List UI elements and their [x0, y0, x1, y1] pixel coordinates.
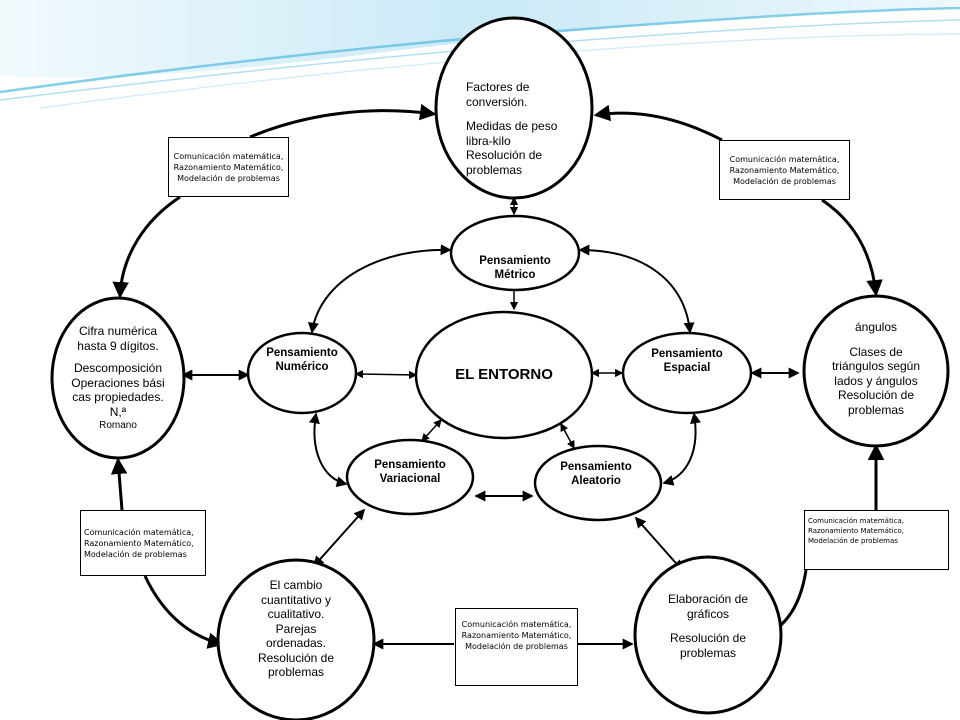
- metrico-line2: Métrico: [494, 269, 536, 281]
- left-text-2: Descomposición Operaciones básicas propi…: [71, 361, 165, 419]
- box-bc-line1: Comunicación matemática,: [461, 620, 572, 629]
- box-tl-line3: Modelación de problemas: [177, 173, 280, 183]
- bottom-left-text-2: Parejas ordenadas.: [265, 621, 327, 651]
- top-text-3: Resolución de problemas: [466, 148, 543, 177]
- competencies-box-bottom-center: Comunicación matemática, Razonamiento Ma…: [455, 608, 578, 686]
- right-circle-text: ángulos Clases de triángulos según lados…: [818, 320, 934, 436]
- espacial-label: Pensamiento Espacial: [627, 346, 747, 376]
- competencies-box-bottom-left: Comunicación matemática, Razonamiento Ma…: [80, 510, 206, 576]
- right-text-1: ángulos: [854, 320, 898, 334]
- metrico-label: Pensamiento Métrico: [455, 253, 575, 283]
- box-br-line2: Razonamiento Matemático,: [808, 527, 904, 535]
- box-tl-line2: Razonamiento Matemático,: [173, 162, 284, 172]
- variacional-node: [345, 438, 475, 516]
- arrow-variacional-bottom-left: [312, 508, 366, 568]
- bottom-right-text-1: Elaboración de gráficos: [667, 592, 749, 621]
- box-bl-line2: Razonamiento Matemático,: [84, 538, 194, 548]
- entorno-text: EL ENTORNO: [455, 365, 553, 383]
- arrow-entorno-aleatorio: [560, 422, 575, 450]
- numerico-line1: Pensamiento: [266, 347, 338, 359]
- entorno-node: [414, 310, 594, 440]
- bottom-left-text-3: Resolución de problemas: [257, 650, 335, 680]
- aleatorio-line2: Aleatorio: [571, 475, 621, 487]
- right-text-2: Clases de triángulos según lados y ángul…: [831, 344, 921, 388]
- numerico-label: Pensamiento Numérico: [252, 345, 352, 375]
- arrow-box-to-top-circle: [249, 103, 437, 139]
- espacial-node: [621, 331, 753, 415]
- metrico-node: [449, 214, 581, 292]
- bottom-left-outer-circle: [216, 558, 376, 720]
- right-outer-circle: [802, 294, 950, 448]
- bottom-right-outer-circle: [633, 555, 783, 715]
- competencies-box-top-right: Comunicación matemática, Razonamiento Ma…: [719, 140, 850, 200]
- aleatorio-line1: Pensamiento: [560, 461, 632, 473]
- arrow-aleatorio-bottom-right: [634, 516, 684, 572]
- box-tl-line1: Comunicación matemática,: [173, 151, 284, 161]
- numerico-node: [246, 331, 358, 415]
- entorno-label: EL ENTORNO: [424, 355, 584, 393]
- arrow-numerico-variacional: [309, 412, 348, 488]
- arrow-numerico-entorno: [354, 369, 418, 380]
- arrow-box-to-left-circle-bottom: [110, 457, 128, 511]
- box-br-line3: Modelación de problemas: [808, 537, 898, 545]
- competencies-box-top-left: Comunicación matemática, Razonamiento Ma…: [168, 137, 289, 197]
- aleatorio-node: [533, 444, 663, 522]
- metrico-line1: Pensamiento: [479, 255, 551, 267]
- top-circle-text: Factores de conversión. Medidas de peso …: [466, 80, 570, 184]
- variacional-label: Pensamiento Variacional: [350, 457, 470, 487]
- connectors: [110, 103, 885, 650]
- box-bc-line3: Modelación de problemas: [465, 642, 568, 651]
- top-text-2: Medidas de peso libra-kilo: [466, 119, 558, 148]
- espacial-line1: Pensamiento: [651, 348, 723, 360]
- top-text-1: Factores de conversión.: [466, 80, 530, 109]
- arrow-metrico-numerico: [307, 244, 452, 334]
- arrow-espacial-aleatorio: [662, 412, 701, 486]
- aleatorio-label: Pensamiento Aleatorio: [536, 459, 656, 489]
- left-text-3: Romano: [99, 420, 137, 431]
- arrow-entorno-variacional: [421, 419, 442, 442]
- box-bl-line3: Modelación de problemas: [84, 549, 187, 559]
- espacial-line2: Espacial: [663, 362, 711, 374]
- box-tr-line2: Razonamiento Matemático,: [729, 165, 840, 175]
- arrow-box-to-top-circle-right: [593, 104, 723, 142]
- right-text-3: Resolución de problemas: [837, 388, 915, 417]
- ellipses: [50, 16, 950, 720]
- competencies-box-bottom-right: Comunicación matemática, Razonamiento Ma…: [804, 510, 949, 570]
- arrow-box-to-right-circle: [821, 198, 883, 297]
- bottom-right-circle-text: Elaboración de gráficos Resolución de pr…: [660, 592, 756, 668]
- box-bl-line1: Comunicación matemática,: [84, 527, 194, 537]
- numerico-line2: Numérico: [275, 361, 329, 373]
- left-text-1: Cifra numérica hasta 9 dígitos.: [77, 324, 159, 353]
- variacional-line2: Variacional: [379, 473, 441, 485]
- arrow-metrico-espacial: [578, 244, 695, 334]
- box-br-line1: Comunicación matemática,: [808, 517, 905, 525]
- bottom-left-text-1: El cambio cuantitativo y cualitativo.: [260, 578, 332, 621]
- arrow-box-to-bottom-left-circle: [143, 575, 225, 649]
- variacional-line1: Pensamiento: [374, 459, 446, 471]
- arrow-box-to-left-circle: [112, 195, 181, 299]
- left-outer-circle: [50, 296, 186, 460]
- left-circle-text: Cifra numérica hasta 9 dígitos. Descompo…: [70, 324, 166, 458]
- box-bc-line2: Razonamiento Matemático,: [461, 631, 572, 640]
- top-outer-circle: [434, 16, 594, 200]
- box-tr-line3: Modelación de problemas: [733, 176, 836, 186]
- bottom-left-circle-text: El cambio cuantitativo y cualitativo. Pa…: [245, 578, 347, 698]
- box-tr-line1: Comunicación matemática,: [729, 154, 840, 164]
- bottom-right-text-2: Resolución de problemas: [669, 631, 747, 660]
